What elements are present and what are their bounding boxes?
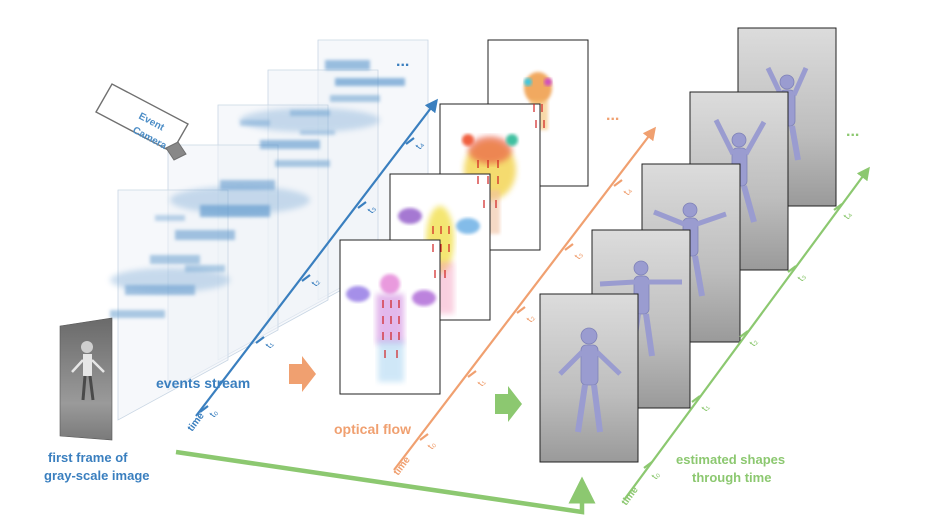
estimated-shapes-label-1: estimated shapes [676,452,785,467]
shapes-tick-t0: t₀ [650,470,663,482]
events-ellipsis: ... [396,53,409,70]
events-stream-volume [110,39,429,421]
flow-tick-t3: t₃ [573,250,586,262]
event-speckles [110,108,380,292]
events-tick-t1: t₁ [264,339,277,351]
first-frame-label-1: first frame of [48,450,128,465]
flow-frame-1 [339,239,441,395]
first-frame-connector [175,449,596,515]
events-stream-label: events stream [156,375,250,391]
shape-frame-0 [539,293,639,463]
events-time-label: time [186,410,207,433]
shapes-ellipsis: ... [846,123,859,140]
shapes-tick-t1: t₁ [700,402,713,414]
flow-time-label: time [392,454,413,477]
flow-tick-t2: t₂ [525,313,538,325]
flow-ellipsis: ... [606,107,619,124]
optical-flow-label: optical flow [334,421,411,437]
orange-flow-arrow [289,356,316,392]
shapes-time-label: time [620,484,641,507]
shapes-tick-t4: t₄ [842,210,855,222]
shapes-time-axis: time t₀ t₁ t₂ t₃ t₄ ... [620,123,870,508]
optical-flow-frames [339,39,589,395]
estimated-shapes-label-2: through time [692,470,771,485]
green-flow-arrow [495,386,522,422]
flow-tick-t0: t₀ [426,440,439,452]
event-camera-icon: Event Camera [95,83,189,161]
first-frame-label-2: gray-scale image [44,468,150,483]
first-frame-image [59,317,113,441]
flow-tick-t4: t₄ [622,186,635,198]
events-tick-t0: t₀ [208,408,221,420]
flow-tick-t1: t₁ [476,377,489,389]
shapes-tick-t2: t₂ [748,337,761,349]
shape-frames [539,27,837,463]
flow-vectors [382,104,545,358]
shapes-tick-t3: t₃ [796,272,809,284]
